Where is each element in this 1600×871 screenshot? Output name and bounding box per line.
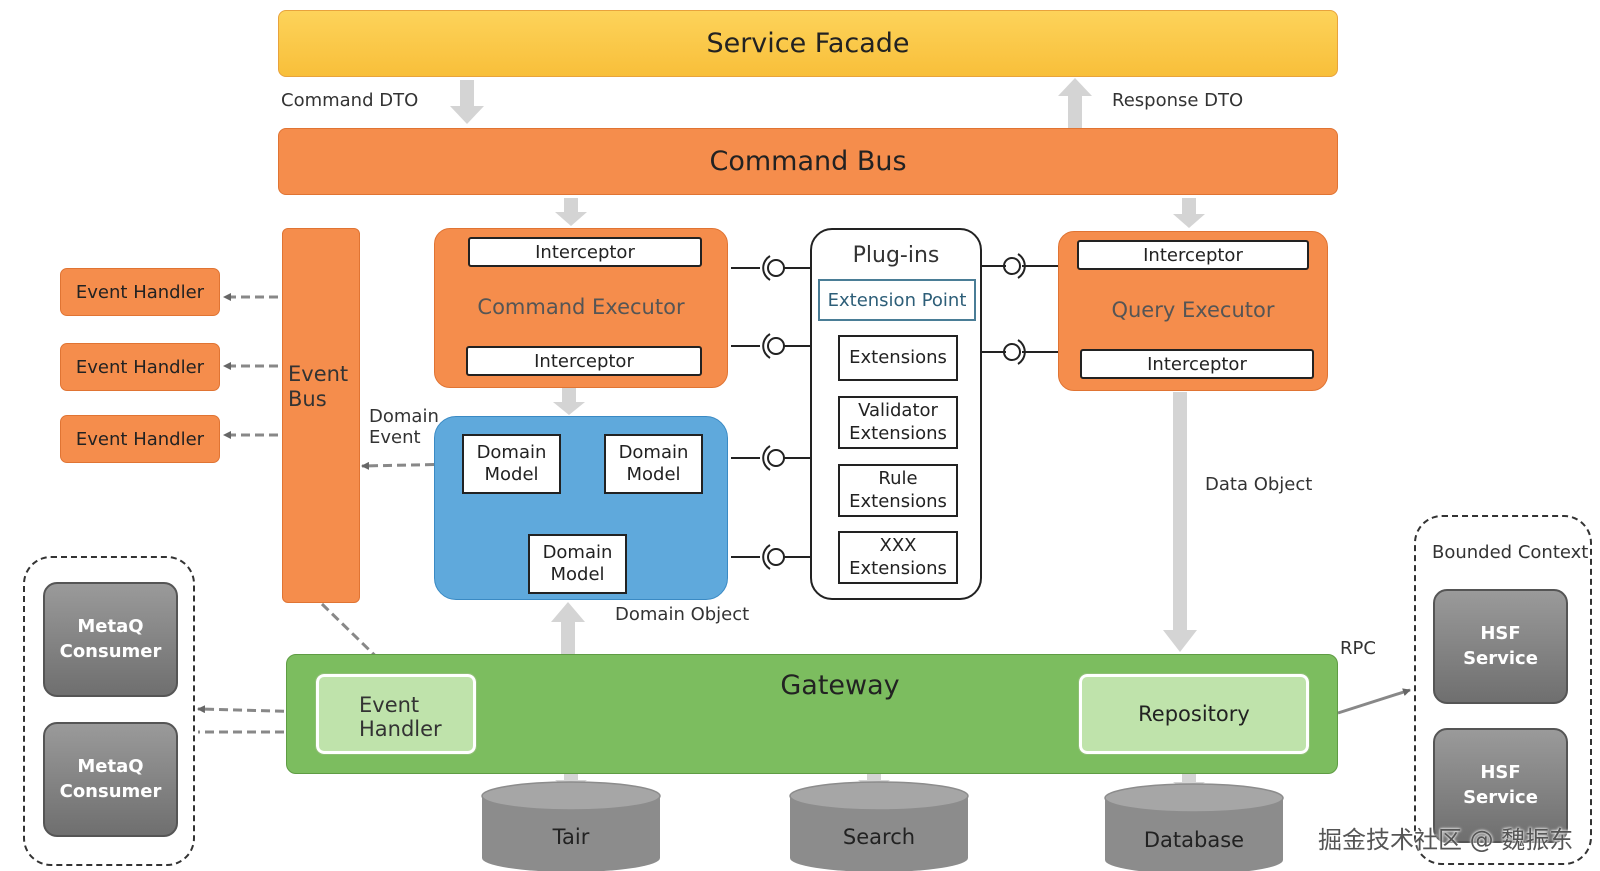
domain-object-label: Domain Object — [615, 604, 750, 625]
event-handler-label: Event Handler — [75, 428, 205, 450]
command-interceptor-bottom: Interceptor — [466, 346, 702, 376]
event-handler-label: Event Handler — [75, 356, 205, 378]
repository: Repository — [1078, 673, 1310, 755]
cylinder-tair — [481, 781, 661, 871]
data-object-label: Data Object — [1205, 474, 1313, 495]
extensions-box: Extensions — [838, 335, 958, 381]
metaq-consumer-1: MetaQ Consumer — [43, 582, 178, 697]
gateway-event-handler-label: Event Handler — [359, 693, 442, 742]
interceptor-label: Interceptor — [534, 350, 634, 372]
gateway-title: Gateway — [780, 670, 900, 701]
response-dto-label: Response DTO — [1112, 90, 1244, 111]
cylinder-search — [789, 781, 969, 871]
dash-eventbus-to-gateway-handler — [320, 602, 394, 674]
command-interceptor-top: Interceptor — [468, 237, 702, 267]
arrow-bus-to-query-executor — [1173, 198, 1205, 228]
domain-event-label: Domain Event — [369, 406, 439, 448]
gateway-event-handler: Event Handler — [315, 673, 477, 755]
query-interceptor-bottom: Interceptor — [1080, 349, 1314, 379]
command-bus: Command Bus — [278, 128, 1338, 195]
arrow-executor-to-domain — [553, 388, 585, 415]
arrow-command-dto — [450, 80, 484, 124]
service-facade: Service Facade — [278, 10, 1338, 77]
domain-model-1: Domain Model — [462, 434, 561, 494]
metaq-group — [23, 556, 195, 866]
cylinder-database — [1104, 783, 1284, 871]
domain-model-3: Domain Model — [528, 534, 627, 594]
arrow-domain-object — [551, 602, 585, 654]
command-dto-label: Command DTO — [281, 90, 419, 111]
extension-point: Extension Point — [818, 279, 976, 321]
rpc-label: RPC — [1340, 638, 1376, 659]
command-bus-label: Command Bus — [709, 146, 907, 177]
xxx-extensions-box: XXX Extensions — [838, 531, 958, 584]
query-interceptor-top: Interceptor — [1077, 240, 1309, 270]
metaq-consumer-2: MetaQ Consumer — [43, 722, 178, 837]
interceptor-label: Interceptor — [1147, 353, 1247, 375]
rpc-arrow — [1337, 688, 1411, 715]
event-handler-label: Event Handler — [75, 281, 205, 303]
arrow-bus-to-command-executor — [555, 198, 587, 226]
event-bus — [282, 228, 360, 603]
event-handler-3: Event Handler — [60, 415, 220, 463]
search-label: Search — [842, 825, 916, 849]
event-handler-1: Event Handler — [60, 268, 220, 316]
hsf-service-1: HSF Service — [1433, 589, 1568, 704]
rule-extensions-box: Rule Extensions — [838, 464, 958, 517]
service-facade-label: Service Facade — [706, 28, 910, 59]
bounded-context-group — [1414, 515, 1592, 865]
arrow-response-dto — [1058, 78, 1092, 128]
interceptor-label: Interceptor — [535, 241, 635, 263]
event-bus-label: Event Bus — [288, 362, 349, 412]
watermark: 掘金技术社区 @ 魏振东 — [1318, 826, 1574, 854]
command-executor-title: Command Executor — [477, 295, 685, 319]
validator-extensions-box: Validator Extensions — [838, 396, 958, 449]
query-executor-title: Query Executor — [1111, 298, 1275, 322]
tair-label: Tair — [552, 825, 590, 849]
domain-model-2: Domain Model — [604, 434, 703, 494]
database-label: Database — [1143, 828, 1245, 852]
interceptor-label: Interceptor — [1143, 244, 1243, 266]
repository-label: Repository — [1138, 702, 1250, 726]
arrow-data-object — [1163, 392, 1197, 652]
event-handler-2: Event Handler — [60, 343, 220, 391]
hsf-service-2: HSF Service — [1433, 728, 1568, 843]
plugins-title: Plug-ins — [852, 242, 940, 268]
bounded-context-label: Bounded Context — [1432, 542, 1589, 563]
